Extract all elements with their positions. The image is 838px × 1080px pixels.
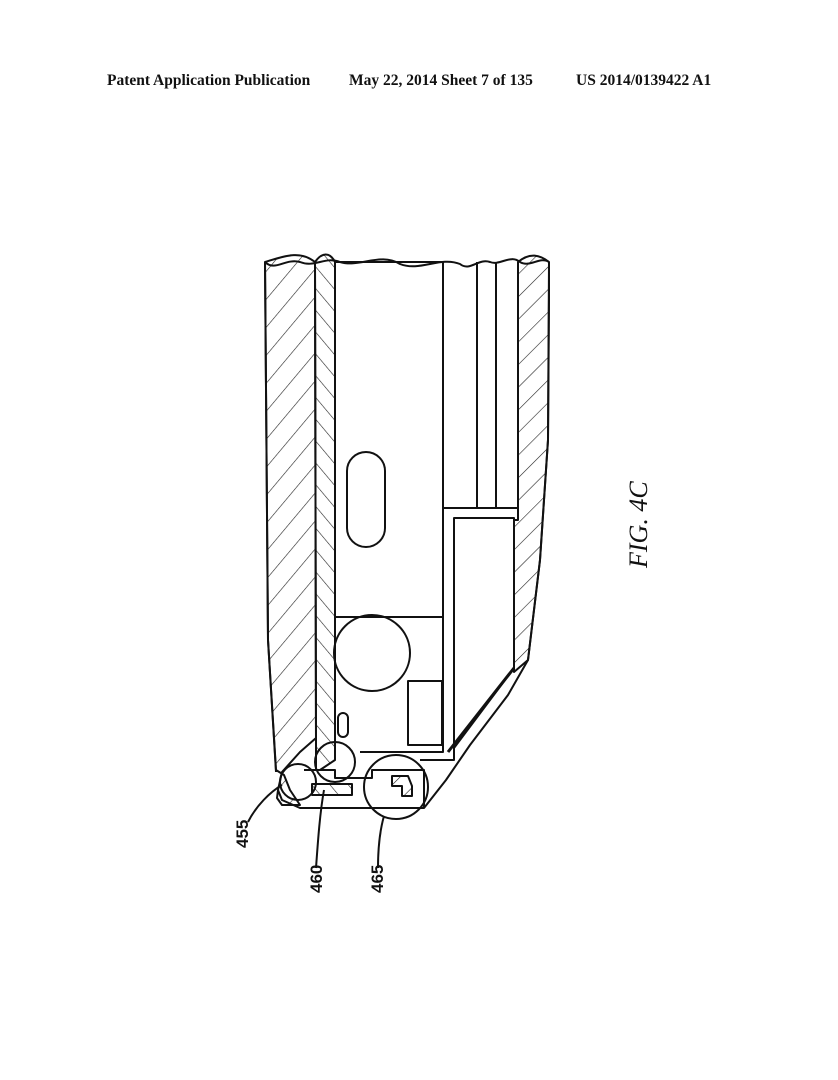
latch-bar: [311, 783, 353, 796]
angled-edge: [446, 667, 516, 753]
inner-wall-hatched: [314, 253, 336, 771]
top-break-line: [264, 258, 550, 268]
publication-title: Patent Application Publication: [107, 72, 311, 89]
figure-caption: FIG. 4C: [624, 481, 653, 569]
date-and-sheet: May 22, 2014 Sheet 7 of 135: [349, 72, 533, 89]
ref-label-455: 455: [233, 820, 252, 848]
rect-window: [407, 680, 443, 746]
leader-460: [315, 789, 325, 869]
latch-hook: [391, 775, 413, 797]
publication-number: US 2014/0139422 A1: [576, 72, 712, 89]
detail-circle-455: [279, 763, 317, 801]
step-line: [420, 748, 455, 761]
detail-circle-465: [363, 754, 429, 820]
lower-body-edge: [360, 617, 444, 753]
shell-outline: [264, 261, 550, 809]
right-wall-hatched: [513, 254, 550, 673]
lower-block: [453, 517, 515, 749]
leader-465: [377, 815, 385, 869]
round-hole: [333, 614, 411, 692]
small-slot: [337, 712, 349, 738]
ref-label-465: 465: [368, 865, 387, 893]
oval-slot: [346, 451, 386, 548]
upper-cavity: [335, 261, 444, 618]
detail-circle-460: [314, 741, 356, 783]
ref-label-460: 460: [307, 865, 326, 893]
leader-455: [247, 784, 283, 823]
page-header: Patent Application Publication May 22, 2…: [0, 72, 838, 96]
